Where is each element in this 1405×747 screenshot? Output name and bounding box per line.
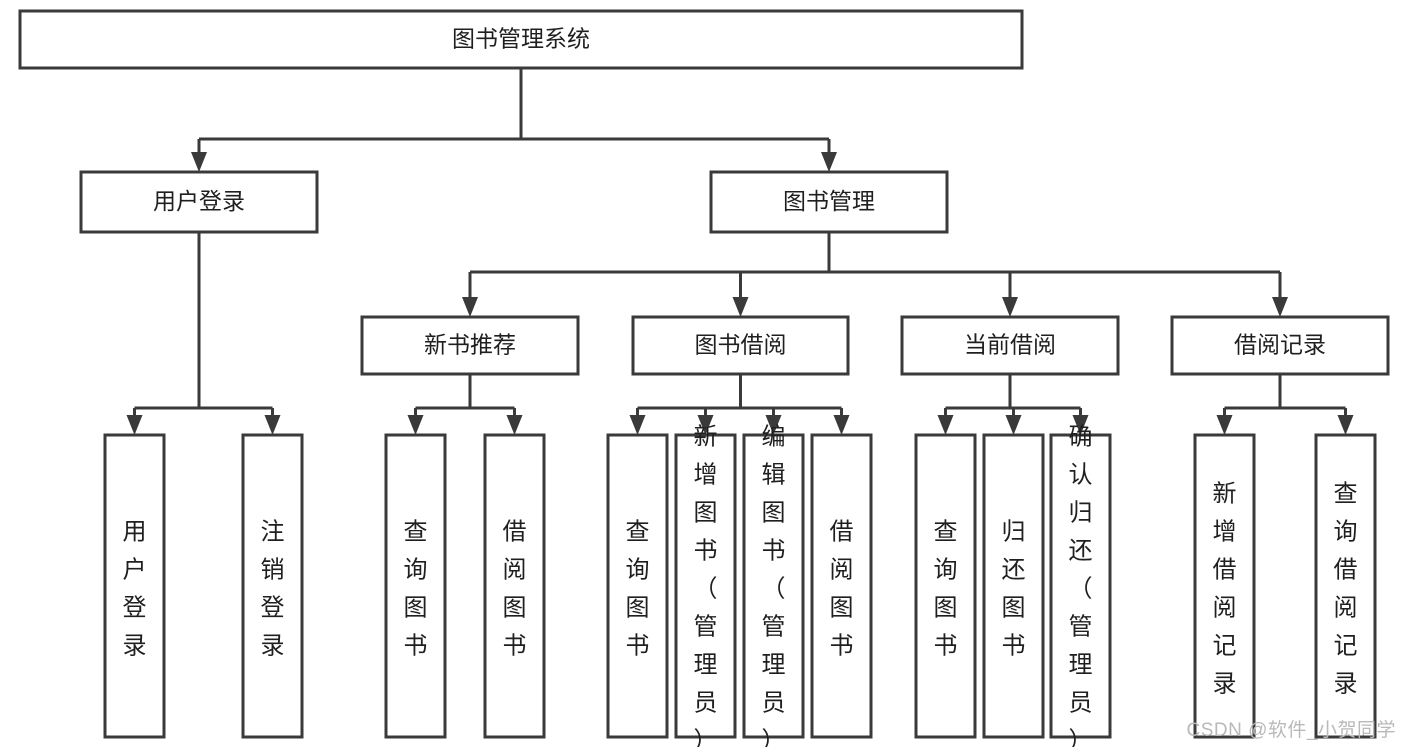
node-borrow-record-rect: [1170, 315, 1390, 376]
node-leaf-query-record-label: 查询借阅记录: [1334, 481, 1358, 698]
node-book-management[interactable]: 图书管理: [709, 170, 949, 234]
connector-layer: [126, 68, 1354, 435]
node-leaf-add-record-rect: [1193, 433, 1256, 739]
node-leaf-query-book-2[interactable]: 查询图书: [606, 433, 669, 739]
node-leaf-add-book[interactable]: 新增图书（管理员）: [674, 424, 737, 747]
connector-borrow-record-leaves: [1216, 374, 1354, 435]
node-user-login-label: 用户登录: [153, 188, 245, 214]
node-leaf-query-book-1-label: 查询图书: [404, 519, 428, 660]
node-leaf-query-book-2-rect: [606, 433, 669, 739]
node-leaf-confirm-return-rect: [1049, 433, 1112, 739]
node-leaf-borrow-book-1-rect: [483, 433, 546, 739]
node-leaf-edit-book-label: 编辑图书（管理员）: [762, 424, 786, 747]
node-borrow-record[interactable]: 借阅记录: [1170, 315, 1390, 376]
node-leaf-add-book-label: 新增图书（管理员）: [694, 424, 718, 747]
connector-root: [191, 68, 837, 172]
node-leaf-query-book-3-rect: [914, 433, 977, 739]
node-borrow-record-label: 借阅记录: [1234, 332, 1326, 358]
node-root-rect: [18, 9, 1024, 70]
node-book-management-rect: [709, 170, 949, 234]
node-leaf-borrow-book-2[interactable]: 借阅图书: [810, 433, 873, 739]
node-leaf-user-login[interactable]: 用户登录: [103, 433, 166, 739]
node-leaf-edit-book[interactable]: 编辑图书（管理员）: [742, 424, 805, 747]
node-root-label: 图书管理系统: [452, 26, 590, 52]
connector-user-login-leaves: [126, 232, 281, 435]
node-leaf-user-login-label: 用户登录: [123, 519, 147, 660]
node-leaf-user-login-rect: [103, 433, 166, 739]
connector-book-borrow-leaves: [629, 374, 850, 435]
node-leaf-borrow-book-2-label: 借阅图书: [830, 519, 854, 660]
node-leaf-edit-book-rect: [742, 433, 805, 739]
node-layer: 图书管理系统用户登录图书管理新书推荐图书借阅当前借阅借阅记录用户登录注销登录查询…: [18, 9, 1390, 747]
node-root[interactable]: 图书管理系统: [18, 9, 1024, 70]
node-current-borrow[interactable]: 当前借阅: [900, 315, 1120, 376]
node-new-book-recommend-rect: [360, 315, 580, 376]
node-leaf-logout-label: 注销登录: [261, 519, 285, 660]
node-leaf-add-book-rect: [674, 433, 737, 739]
node-leaf-return-book[interactable]: 归还图书: [982, 433, 1045, 739]
node-user-login[interactable]: 用户登录: [79, 170, 319, 234]
node-leaf-confirm-return-label: 确认归还（管理员）: [1069, 424, 1093, 747]
node-leaf-logout[interactable]: 注销登录: [241, 433, 304, 739]
node-leaf-query-book-1-rect: [384, 433, 447, 739]
node-leaf-add-record[interactable]: 新增借阅记录: [1193, 433, 1256, 739]
node-leaf-query-book-1[interactable]: 查询图书: [384, 433, 447, 739]
node-leaf-borrow-book-2-rect: [810, 433, 873, 739]
node-book-borrow-label: 图书借阅: [695, 332, 787, 358]
node-leaf-query-book-2-label: 查询图书: [626, 519, 650, 660]
connector-new-book-recommend-leaves: [407, 374, 523, 435]
node-user-login-rect: [79, 170, 319, 234]
node-current-borrow-rect: [900, 315, 1120, 376]
node-new-book-recommend[interactable]: 新书推荐: [360, 315, 580, 376]
node-leaf-query-book-3-label: 查询图书: [934, 519, 958, 660]
node-new-book-recommend-label: 新书推荐: [424, 332, 516, 358]
watermark-text: CSDN @软件_小贺同学: [1186, 720, 1396, 741]
node-leaf-borrow-book-1[interactable]: 借阅图书: [483, 433, 546, 739]
node-leaf-query-record[interactable]: 查询借阅记录: [1314, 433, 1377, 739]
node-current-borrow-label: 当前借阅: [964, 332, 1056, 358]
connector-current-borrow-leaves: [937, 374, 1089, 435]
node-book-borrow[interactable]: 图书借阅: [631, 315, 850, 376]
node-leaf-borrow-book-1-label: 借阅图书: [503, 519, 527, 660]
node-leaf-query-book-3[interactable]: 查询图书: [914, 433, 977, 739]
node-book-borrow-rect: [631, 315, 850, 376]
node-leaf-confirm-return[interactable]: 确认归还（管理员）: [1049, 424, 1112, 747]
node-leaf-logout-rect: [241, 433, 304, 739]
node-leaf-query-record-rect: [1314, 433, 1377, 739]
node-book-management-label: 图书管理: [783, 188, 875, 214]
node-leaf-add-record-label: 新增借阅记录: [1213, 481, 1237, 698]
node-leaf-return-book-label: 归还图书: [1002, 519, 1026, 660]
connector-book-management: [462, 232, 1288, 317]
node-leaf-return-book-rect: [982, 433, 1045, 739]
